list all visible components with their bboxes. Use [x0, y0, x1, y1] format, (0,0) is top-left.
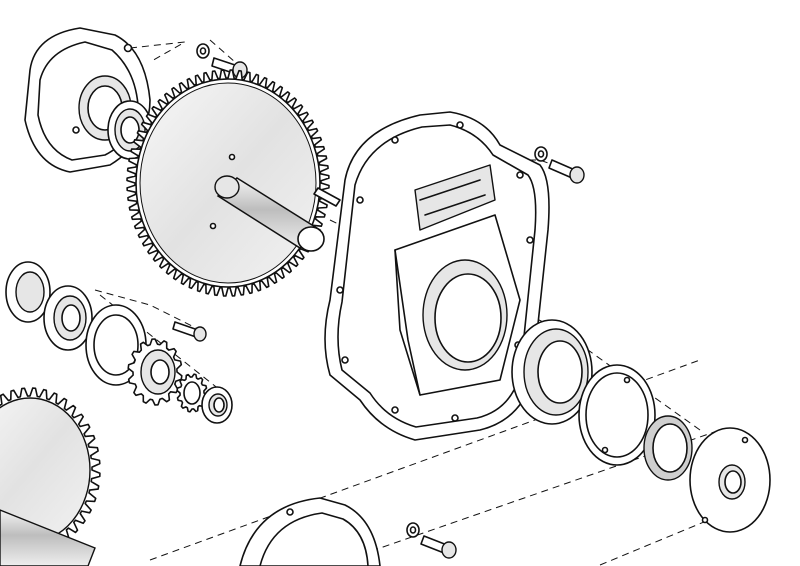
washer-top: [196, 43, 210, 59]
washer-lower: [406, 522, 420, 538]
seal-left: [5, 261, 51, 323]
gasket-ring: [578, 364, 656, 466]
housing-bolt-holes: [336, 121, 534, 422]
lower-shaft: [0, 509, 96, 566]
lower-cover-plate: [239, 497, 381, 566]
bolt-pinion: [172, 321, 207, 342]
oil-seal: [643, 415, 693, 481]
bolt-housing: [548, 159, 585, 184]
bearing-left: [43, 285, 93, 351]
bolt-lower: [420, 535, 457, 559]
gearbox-housing: [324, 111, 550, 441]
roller-bearing-large: [511, 319, 593, 425]
lock-washer: [176, 373, 208, 413]
end-cap-disc: [689, 427, 771, 533]
washer-housing: [534, 146, 548, 162]
shaft-key: [313, 187, 341, 207]
pinion-gear: [127, 338, 183, 406]
lock-nut: [201, 386, 233, 424]
output-shaft: [214, 175, 325, 252]
